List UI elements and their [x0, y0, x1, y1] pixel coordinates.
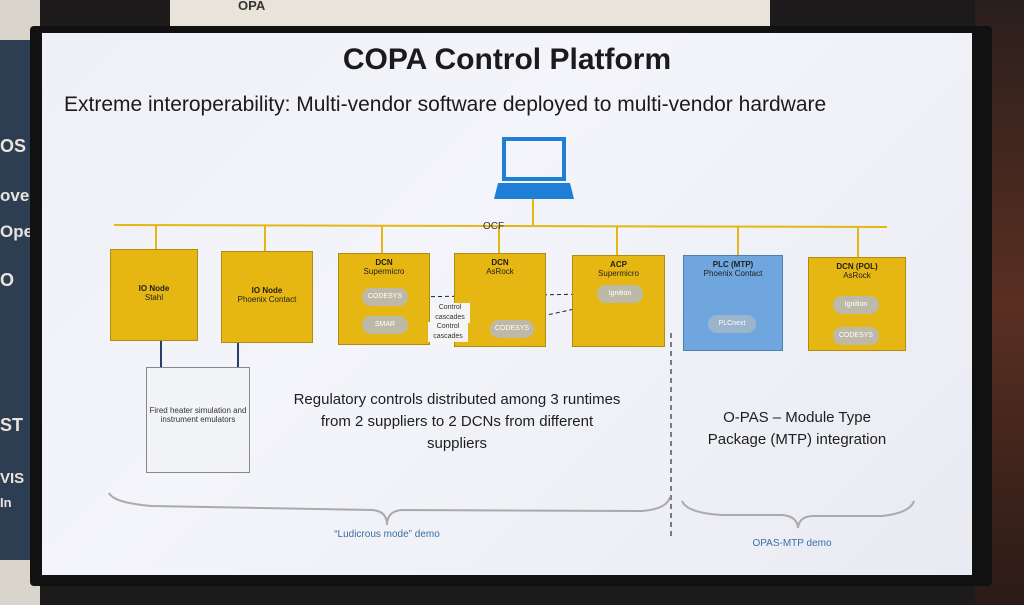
opas-text: O-PAS – Module Type Package (MTP) integr… — [707, 409, 887, 448]
background-fragment: ove — [0, 186, 30, 205]
node-title: DCN (POL) — [836, 262, 878, 271]
node-subtitle: Supermicro — [598, 269, 639, 278]
background-fragment: Ope — [0, 222, 34, 241]
node-title: DCN — [491, 258, 509, 267]
runtime-codesys: CODESYS — [833, 327, 879, 345]
demo-right-label: OPAS-MTP demo — [752, 538, 832, 549]
background-fragment: VIS — [0, 470, 25, 487]
regulatory-text: Regulatory controls distributed among 3 … — [293, 391, 621, 452]
bus-label: OCF — [483, 221, 505, 232]
ocf-bus — [113, 224, 888, 228]
control-cascades-note: Control cascades — [428, 322, 468, 342]
background-fragment: OS — [0, 136, 27, 156]
runtime-codesys: CODESYS — [490, 320, 534, 338]
computer-icon — [494, 137, 574, 225]
background-fragment: In — [0, 495, 12, 510]
right-brace — [681, 500, 915, 529]
background-top-banner — [170, 0, 770, 28]
slide-subtitle: Extreme interoperability: Multi-vendor s… — [64, 93, 827, 116]
node-subtitle: AsRock — [486, 267, 514, 276]
node-title: IO Node — [251, 286, 283, 295]
node-title: IO Node — [138, 284, 170, 293]
runtime-smar: SMAR — [362, 316, 408, 334]
simulation-box: Fired heater simulation and instrument e… — [146, 367, 250, 473]
node-io-phoenix: IO Node Phoenix Contact — [221, 251, 313, 343]
node-title: PLC (MTP) — [712, 260, 754, 269]
node-subtitle: Phoenix Contact — [703, 269, 763, 278]
background-top-text: OPA — [238, 0, 266, 13]
node-io-stahl: IO Node Stahl — [110, 249, 198, 341]
demo-left-label: “Ludicrous mode” demo — [334, 529, 440, 540]
left-brace — [108, 492, 671, 526]
slide: COPA Control Platform Extreme interopera… — [42, 33, 972, 575]
node-subtitle: Stahl — [144, 293, 164, 302]
node-subtitle: AsRock — [843, 271, 871, 280]
node-subtitle: Supermicro — [363, 267, 405, 276]
slide-title: COPA Control Platform — [342, 43, 672, 76]
runtime-ignition: Ignition — [597, 285, 643, 303]
runtime-ignition: Ignition — [833, 296, 879, 314]
background-fragment: O — [0, 270, 15, 290]
node-plc-mtp: PLC (MTP) Phoenix Contact — [683, 255, 783, 351]
runtime-plcnext: PLCnext — [708, 315, 756, 333]
control-cascades-note: Control cascades — [430, 303, 470, 323]
node-title: ACP — [610, 260, 627, 269]
node-title: DCN — [375, 258, 393, 267]
runtime-codesys: CODESYS — [362, 288, 408, 306]
node-subtitle: Phoenix Contact — [237, 295, 297, 304]
background-fragment: ST — [0, 415, 24, 435]
